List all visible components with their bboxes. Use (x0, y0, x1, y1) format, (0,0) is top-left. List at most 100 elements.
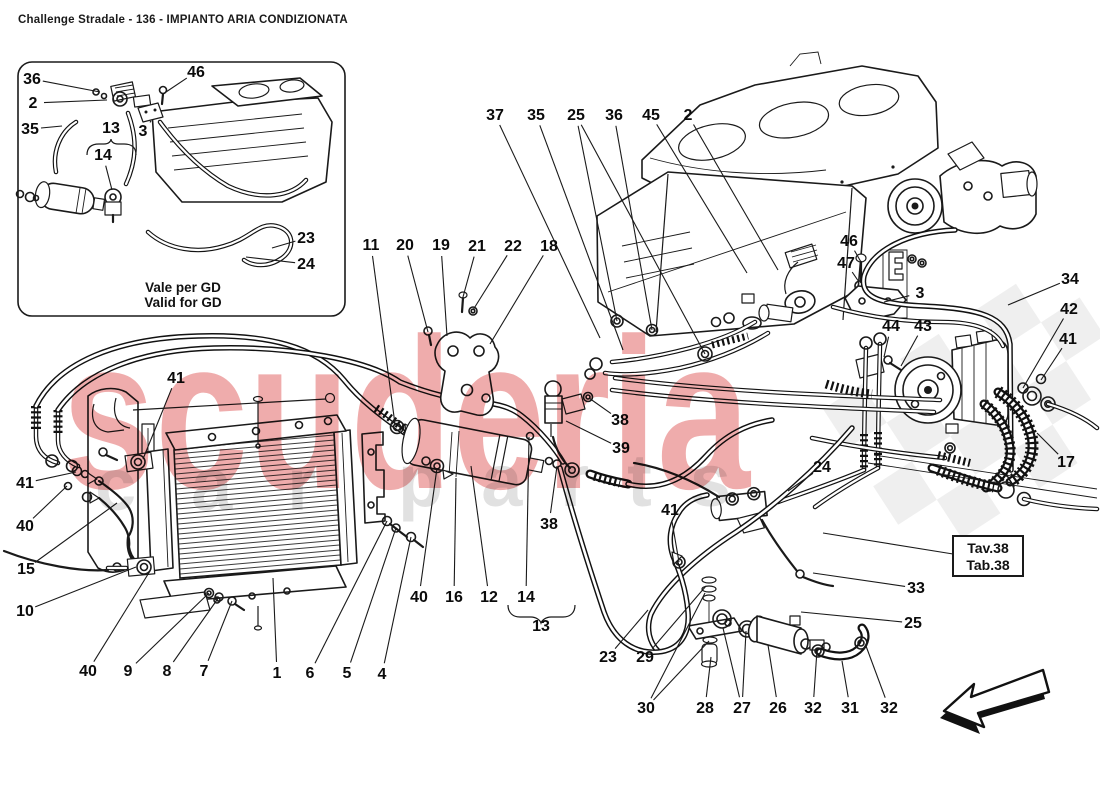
callout-39: 39 (612, 440, 630, 457)
leader-line-23 (271, 240, 296, 249)
ref-box-leader (822, 532, 954, 555)
direction-arrow-body (942, 668, 1051, 729)
leader-line-45 (656, 124, 748, 274)
watermark-brand-text: scuderia (62, 293, 751, 534)
callout-26: 26 (769, 700, 787, 717)
callout-9: 9 (124, 663, 133, 680)
leader-line-39 (565, 420, 612, 444)
leader-line-30 (650, 592, 706, 699)
callout-20: 20 (396, 237, 414, 254)
top-right-pump-drawing (887, 141, 1038, 235)
receiver-drier-drawing (401, 417, 775, 490)
callout-14: 14 (517, 589, 535, 606)
callout-21: 21 (468, 238, 486, 255)
callout-13: 13 (532, 618, 550, 635)
ref-box-line1: Tav.38 (967, 540, 1009, 556)
callout-40: 40 (16, 518, 34, 535)
callout-46: 46 (187, 64, 205, 81)
callout-34: 34 (1061, 271, 1079, 288)
callout-40: 40 (79, 663, 97, 680)
condenser-drawing (2, 387, 425, 631)
callout-14: 14 (94, 147, 112, 164)
leader-line-41 (671, 520, 680, 563)
callout-32: 32 (880, 700, 898, 717)
callout-15: 15 (17, 561, 35, 578)
callout-38: 38 (611, 412, 629, 429)
callout-28: 28 (696, 700, 714, 717)
leader-line-40 (32, 485, 68, 519)
inset-filter-drier-drawing (34, 181, 106, 215)
leader-line-29 (651, 585, 707, 650)
callout-2: 2 (684, 107, 693, 124)
callout-37: 37 (486, 107, 504, 124)
inset-evaporator-drawing (92, 77, 333, 203)
callout-30: 30 (637, 700, 655, 717)
leader-line-43 (900, 335, 919, 367)
callout-45: 45 (642, 107, 660, 124)
leader-line-1 (272, 577, 278, 663)
leader-line-32 (865, 645, 886, 698)
leader-line-36 (42, 80, 101, 93)
callout-3: 3 (139, 123, 148, 140)
leader-line-41 (142, 387, 173, 460)
leader-line-8 (172, 596, 220, 663)
inset-caption-line2: Valid for GD (144, 295, 222, 310)
leader-line-14 (525, 436, 530, 587)
leader-line-7 (207, 600, 233, 662)
callout-38: 38 (540, 516, 558, 533)
callout-43: 43 (914, 318, 932, 335)
leader-line-21 (462, 256, 475, 298)
leader-line-27 (742, 630, 747, 698)
callout-35: 35 (21, 121, 39, 138)
leader-line-2 (693, 124, 779, 271)
hose-34-drawing (860, 227, 1014, 473)
leader-line-25 (580, 124, 706, 355)
leader-line-25 (800, 611, 903, 623)
direction-arrow (940, 668, 1051, 734)
callout-12: 12 (480, 589, 498, 606)
leader-line-32 (813, 649, 818, 698)
callout-24: 24 (297, 256, 315, 273)
leader-line-20 (407, 255, 429, 333)
callout-27: 27 (733, 700, 751, 717)
leader-line-18 (489, 255, 544, 345)
callout-24: 24 (813, 459, 831, 476)
pressure-switch-drawing (525, 380, 594, 470)
callout-5: 5 (343, 665, 352, 682)
leader-line-25 (577, 125, 618, 322)
inset-brace-13 (86, 138, 137, 156)
ref-box: Tav.38 Tab.38 (822, 532, 1024, 577)
callout-13: 13 (102, 120, 120, 137)
leader-line-15 (34, 502, 118, 563)
callout-25: 25 (567, 107, 585, 124)
callout-18: 18 (540, 238, 558, 255)
inset-hoses (52, 110, 309, 268)
callout-36: 36 (23, 71, 41, 88)
leader-line-35 (539, 125, 624, 351)
callout-10: 10 (16, 603, 34, 620)
callout-42: 42 (1060, 301, 1078, 318)
leader-line-16 (453, 477, 457, 587)
ref-box-frame (952, 535, 1024, 577)
leader-line-46 (165, 77, 188, 93)
callout-6: 6 (306, 665, 315, 682)
callout-36: 36 (605, 107, 623, 124)
leader-line-27 (722, 627, 741, 698)
callout-29: 29 (636, 649, 654, 666)
leader-line-12 (470, 465, 489, 587)
watermark-word-parts: parts (398, 439, 769, 522)
leader-line-31 (841, 660, 849, 698)
leader-line-6 (314, 520, 388, 664)
callout-35: 35 (527, 107, 545, 124)
callout-3: 3 (916, 285, 925, 302)
leader-line-9 (135, 592, 210, 664)
mounting-bracket-drawing (423, 291, 500, 417)
leader-line-3 (883, 295, 910, 303)
leader-line-24 (787, 472, 814, 492)
callout-41: 41 (167, 370, 185, 387)
evaporator-valve-drawing (710, 243, 819, 330)
callout-25: 25 (904, 615, 922, 632)
leader-line-47 (851, 271, 860, 283)
